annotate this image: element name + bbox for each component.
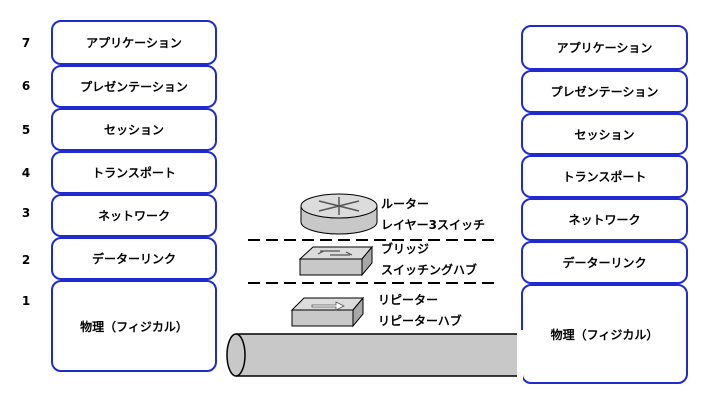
layer-number-4: 4 — [21, 166, 31, 180]
left-layer-7-application: アプリケーション — [51, 20, 217, 65]
right-layer-5-session: セッション — [521, 113, 688, 155]
bridge-label-line2: スイッチングハブ — [381, 263, 478, 277]
repeater-label-line1: リピーター — [378, 293, 439, 307]
left-layer-3-network: ネットワーク — [51, 194, 217, 237]
layer-number-2: 2 — [21, 253, 31, 267]
right-layer-2-datalink: データーリンク — [521, 241, 688, 284]
switch-icon — [298, 245, 374, 277]
left-layer-4-transport: トランスポート — [51, 151, 217, 194]
router-label-line2: レイヤー3スイッチ — [381, 218, 485, 232]
layer-number-6: 6 — [21, 79, 31, 93]
left-layer-2-datalink: データーリンク — [51, 237, 217, 280]
left-layer-6-presentation: プレゼンテーション — [51, 65, 217, 108]
repeater-icon — [290, 296, 365, 328]
bridge-label-line1: ブリッジ — [381, 242, 430, 256]
layer-number-1: 1 — [21, 294, 31, 308]
right-layer-6-presentation: プレゼンテーション — [521, 70, 688, 113]
right-layer-1-physical: 物理（フィジカル） — [521, 284, 688, 384]
right-layer-7-application: アプリケーション — [521, 25, 688, 70]
bridge-label: ブリッジ スイッチングハブ — [381, 239, 477, 281]
repeater-label: リピーター リピーターハブ — [378, 290, 462, 332]
router-label: ルーター レイヤー3スイッチ — [381, 194, 485, 236]
router-icon — [300, 193, 378, 235]
left-layer-5-session: セッション — [51, 108, 217, 151]
layer-number-3: 3 — [21, 206, 31, 220]
right-layer-4-transport: トランスポート — [521, 155, 688, 198]
cable-icon — [226, 330, 523, 380]
left-layer-1-physical: 物理（フィジカル） — [51, 280, 217, 372]
router-label-line1: ルーター — [381, 197, 430, 211]
layer-number-7: 7 — [21, 36, 31, 50]
layer-number-5: 5 — [21, 123, 31, 137]
repeater-label-line2: リピーターハブ — [378, 314, 462, 328]
right-layer-3-network: ネットワーク — [521, 198, 688, 241]
